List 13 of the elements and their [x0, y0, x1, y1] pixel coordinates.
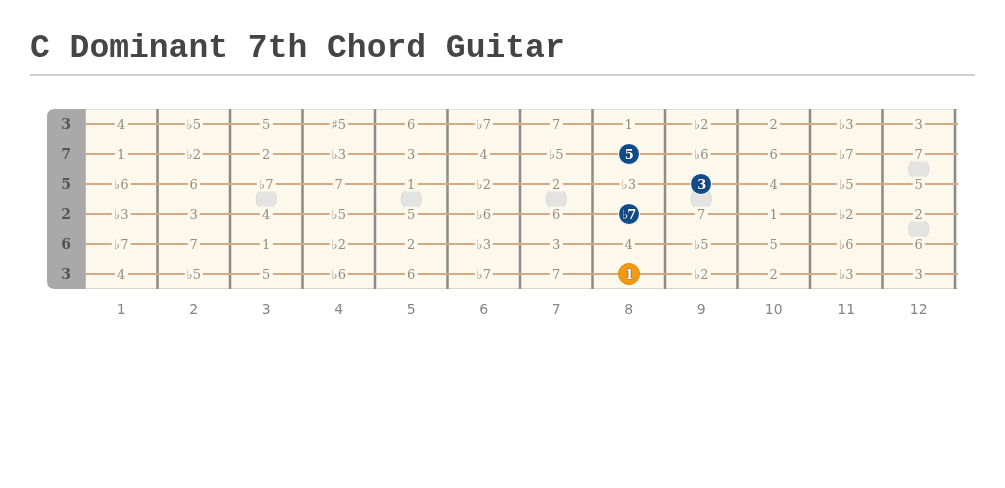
title: C Dominant 7th Chord Guitar [30, 32, 565, 65]
fret-number: 8 [624, 302, 634, 316]
fret-number: 9 [696, 302, 706, 316]
fret-number: 12 [909, 302, 928, 316]
fret-number: 3 [261, 302, 271, 316]
fret-number: 5 [406, 302, 416, 316]
fret-number: 11 [837, 302, 856, 316]
fret-number: 2 [189, 302, 199, 316]
fret-number: 6 [479, 302, 489, 316]
fret-number: 10 [764, 302, 783, 316]
fret-number: 4 [334, 302, 344, 316]
fret-number: 1 [116, 302, 126, 316]
fret-number: 7 [551, 302, 561, 316]
